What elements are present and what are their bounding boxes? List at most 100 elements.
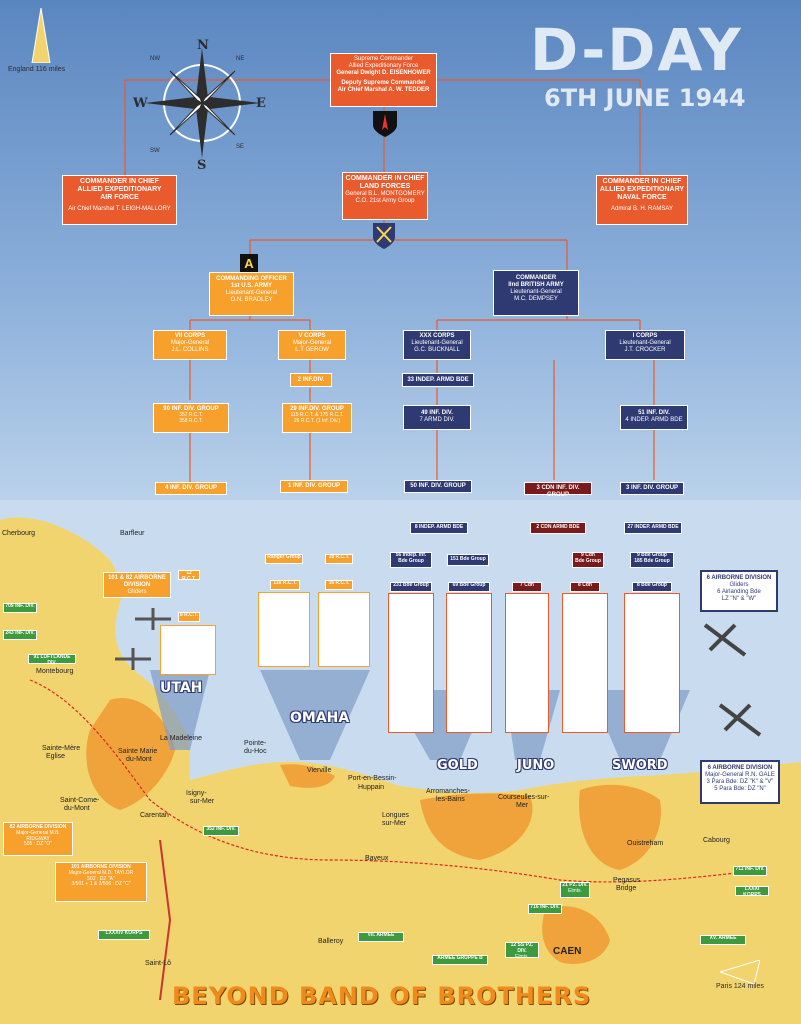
air-force-box: COMMANDER IN CHIEF ALLIED EXPEDITIONARY …: [62, 175, 177, 225]
cdn9-l1: 9 Cdn: [581, 552, 595, 558]
town-courseulles: Courseulles-sur-: [498, 794, 550, 801]
town-carentan: Carentan: [140, 812, 169, 819]
compass-n: N: [197, 38, 209, 53]
us-army-box: COMMANDING OFFICER 1st U.S. ARMY Lieuten…: [209, 272, 294, 316]
supreme-l3: General Dwight D. EISENHOWER: [336, 69, 431, 76]
britarmy-l3: Lieutenant-General: [510, 288, 562, 295]
land-forces-box: COMMANDER IN CHIEF LAND FORCES General B…: [342, 172, 428, 220]
vii-l3: J.L. COLLINS: [171, 346, 209, 353]
51-inf-div-box: 51 INF. DIV. 4 INDEP. ARMD BDE: [620, 405, 688, 430]
bde56-l1: 56 Indep. Inf.: [395, 552, 427, 558]
town-st-come: Saint-Come-: [60, 797, 100, 804]
naval-l1: COMMANDER IN CHIEF: [602, 178, 682, 185]
air-l2: ALLIED EXPEDITIONARY: [77, 186, 162, 194]
xxx-l3: G.C. BUCKNALL: [414, 346, 460, 353]
town-du-mont: du-Mont: [126, 756, 152, 763]
usarmy-l2: 1st U.S. ARMY: [230, 282, 273, 289]
town-arromanches: Arromanches-: [426, 788, 470, 795]
footer-title: BEYOND BAND OF BROTHERS: [172, 982, 592, 1010]
inf29-l1: 29 INF.DIV. GROUP: [290, 406, 344, 412]
ab6a-l4: LZ "N" & "W": [721, 595, 757, 602]
bde56-l2: Bde Group: [398, 557, 424, 564]
18-rct-box: 18 R.C.T.: [325, 554, 353, 564]
town-montebourg: Montebourg: [36, 668, 74, 675]
supreme-l1: Supreme Commander: [353, 56, 414, 62]
2-inf-div-box: 2 INF.DIV.: [290, 373, 332, 387]
land-l4: C.O. 21st Army Group: [355, 197, 415, 204]
vii-corps-box: VII CORPS Major-General J.L. COLLINS: [153, 330, 227, 360]
town-longues: Longues: [382, 812, 409, 819]
16-rct-box: 16 R.C.T.: [325, 580, 353, 590]
supreme-l2: Allied Expeditionary Force: [348, 62, 419, 69]
beach-sword: SWORD: [612, 758, 668, 773]
svg-text:A: A: [244, 256, 254, 271]
inf51-l2: 4 INDEP. ARMD BDE: [625, 416, 683, 423]
britarmy-l4: M.C. DEMPSEY: [514, 295, 558, 302]
231-bde-box: 231 Bde Group: [390, 582, 432, 592]
inf29-l3: 26 R.C.T. (1 Inf. Div.): [293, 417, 341, 424]
ab6b-l2: Major-General R.N. GALE: [705, 771, 775, 778]
compass-rose-icon: [145, 48, 260, 158]
town-cabourg: Cabourg: [703, 837, 730, 844]
page-date: 6TH JUNE 1944: [544, 84, 746, 112]
town-bayeux: Bayeux: [365, 855, 389, 862]
xv-armee-box: XV. ARMEE: [700, 935, 746, 945]
britarmy-l1: COMMANDER: [515, 275, 557, 281]
shaef-insignia-icon: [373, 111, 397, 137]
v-l2: Major-General: [292, 339, 332, 346]
compass-nw: NW: [150, 56, 160, 62]
armee-gruppe-b-box: ARMEE GRUPPE B: [432, 955, 488, 965]
vii-l1: VII CORPS: [174, 333, 206, 339]
inf49-l2: 7 ARMD DIV.: [419, 416, 455, 423]
inf29-l2: 115 R.C.T. & 175 R.C.T.: [290, 411, 344, 418]
town-bridge: Bridge: [616, 885, 637, 892]
usarmy-l1: COMMANDING OFFICER: [216, 276, 287, 282]
716-inf-div-box: 716 INF. DIV.: [528, 904, 562, 914]
front-line: [29, 679, 761, 883]
27-armd-bde-box: 27 INDEP. ARMD BDE: [624, 522, 682, 534]
ab6a-l1: 6 AIRBORNE DIVISION: [706, 575, 772, 581]
bde9-l1: 9 Bde Group: [636, 552, 667, 558]
beach-gold: GOLD: [437, 758, 478, 773]
90-inf-div-box: 90 INF. DIV. GROUP 357 R.C.T. 358 R.C.T.: [153, 403, 229, 433]
9-185-bde-box: 9 Bde Group 185 Bde Group: [630, 552, 674, 568]
orange-zone-omaha: [280, 764, 335, 788]
town-du-hoc: du-Hoc: [244, 748, 267, 755]
21st-army-insignia-icon: [373, 223, 395, 249]
8-bde-detail: [624, 593, 680, 733]
town-isigny-mer: sur-Mer: [190, 798, 215, 805]
101-airborne-box: 101 AIRBORNE DIVISION Major-General M.D.…: [55, 862, 147, 902]
town-port-en-bessin: Port-en-Bessin-: [348, 775, 397, 782]
8-bde-box: 8 Bde Group: [632, 582, 672, 592]
inf51-l1: 51 INF. DIV.: [638, 410, 670, 416]
town-ste-mere: Sainte-Mère: [42, 745, 81, 752]
inf90-l2: 357 R.C.T.: [179, 411, 203, 418]
usarmy-l3: Lieutenant-General: [225, 289, 278, 296]
d21-l2: Elmts.: [568, 887, 582, 894]
d12-l1: 12 SS PZ. DIV.: [510, 942, 534, 954]
us101-l3: 502 : DZ "A": [87, 875, 115, 882]
xxx-l2: Lieutenant-General: [411, 339, 463, 346]
33-armd-bde-box: 33 INDEP. ARMD BDE: [402, 373, 474, 387]
england-arrow-icon: [31, 8, 51, 63]
orange-zone-caen: [542, 906, 610, 964]
69-bde-detail: [446, 593, 492, 733]
town-eglise: Eglise: [46, 753, 66, 760]
aircraft-icon: [718, 703, 762, 737]
naval-l3: NAVAL FORCE: [617, 194, 667, 202]
8-cdn-detail: [562, 593, 608, 733]
1-inf-div-group-box: 1 INF. DIV. GROUP: [280, 480, 348, 493]
v-l3: L.T GEROW: [295, 346, 329, 353]
9-cdn-bde-box: 9 Cdn Bde Group: [572, 552, 604, 568]
aircraft-icon: [135, 608, 171, 630]
orange-zone-utah: [86, 698, 175, 810]
land-l2: LAND FORCES: [359, 183, 411, 191]
town-ste-marie: Sainte Marie: [118, 748, 158, 755]
town-saint-lo: Saint-Lô: [145, 960, 172, 967]
town-sur-mer: sur-Mer: [382, 820, 407, 827]
i-corps-box: I CORPS Lieutenant-General J.T. CROCKER: [605, 330, 685, 360]
compass-s: S: [197, 158, 207, 173]
116-rct-box: 116 R.C.T.: [270, 580, 300, 590]
16-rct-detail: [318, 592, 370, 667]
us101-l2: Major-General M.D. TAYLOR: [68, 869, 134, 876]
